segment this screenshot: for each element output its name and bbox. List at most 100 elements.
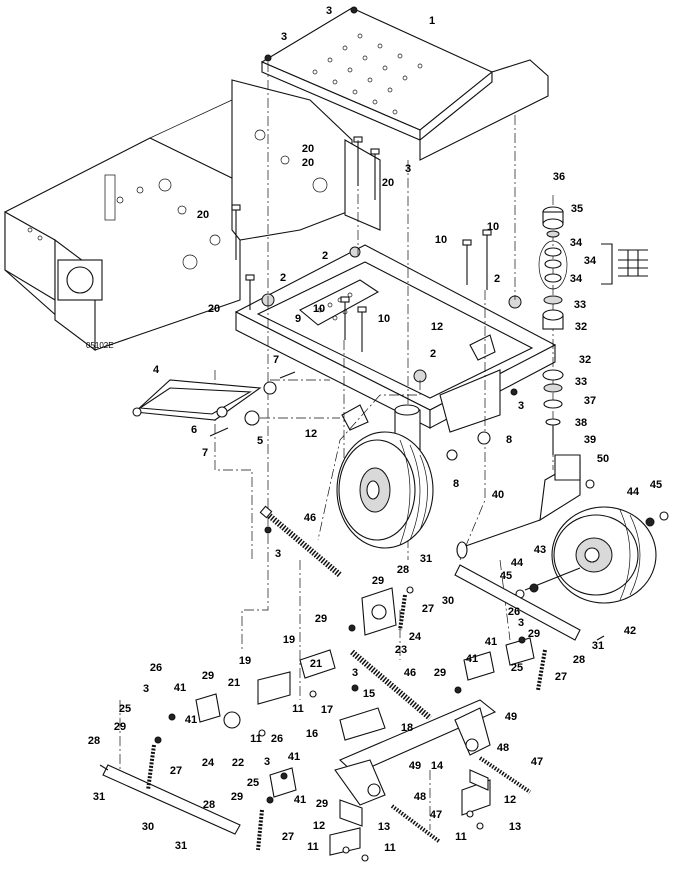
callout-11: 11 [455,831,467,843]
callout-28: 28 [573,654,585,666]
callout-42: 42 [624,625,636,637]
callout-17: 17 [321,704,333,716]
lower-springs [350,649,532,844]
callout-27: 27 [282,831,294,843]
callout-12: 12 [504,794,516,806]
callout-11: 11 [292,703,304,715]
callout-48: 48 [497,742,509,754]
callout-50: 50 [597,453,609,465]
callout-49: 49 [505,711,517,723]
callout-3: 3 [143,683,149,695]
callout-3: 3 [518,617,524,629]
callout-24: 24 [202,757,215,769]
callout-29: 29 [231,791,243,803]
callout-10: 10 [313,303,325,315]
callout-9: 9 [295,313,301,325]
callout-48: 48 [414,791,426,803]
callout-34: 34 [570,237,583,249]
fasteners [99,388,605,862]
callout-3: 3 [518,400,524,412]
callout-38: 38 [575,417,587,429]
callout-28: 28 [88,735,100,747]
callout-41: 41 [185,714,197,726]
callout-15: 15 [363,688,375,700]
callout-10: 10 [487,221,499,233]
callout-34: 34 [570,273,583,285]
callout-1: 1 [429,15,435,27]
callout-33: 33 [574,299,586,311]
spring-upper [259,505,342,578]
callout-7: 7 [273,354,279,366]
callout-19: 19 [239,655,251,667]
callout-43: 43 [534,544,546,556]
callout-35: 35 [571,203,583,215]
callout-8: 8 [506,434,512,446]
callout-29: 29 [528,628,540,640]
callout-13: 13 [378,821,390,833]
callout-19: 19 [283,634,295,646]
callout-30: 30 [442,595,454,607]
callout-14: 14 [431,760,444,772]
callout-3: 3 [275,548,281,560]
callout-29: 29 [114,721,126,733]
callout-18: 18 [401,722,413,734]
callout-33: 33 [575,376,587,388]
callout-3: 3 [326,5,332,17]
callout-28: 28 [397,564,409,576]
callout-11: 11 [384,842,396,854]
callout-41: 41 [174,682,186,694]
callout-40: 40 [492,489,504,501]
callout-29: 29 [434,667,446,679]
callout-13: 13 [509,821,521,833]
callout-41: 41 [294,794,306,806]
callout-25: 25 [511,662,523,674]
callout-3: 3 [264,756,270,768]
callout-11: 11 [307,841,319,853]
callout-4: 4 [153,364,160,376]
callout-31: 31 [93,791,105,803]
callout-28: 28 [203,799,215,811]
callout-20: 20 [208,303,220,315]
callout-41: 41 [466,653,478,665]
callout-6: 6 [191,424,197,436]
callout-39: 39 [584,434,596,446]
callout-46: 46 [304,512,316,524]
right-caster-wheel [456,454,669,604]
callout-41: 41 [485,636,497,648]
callout-26: 26 [271,733,283,745]
chains [146,594,547,851]
callout-29: 29 [372,575,384,587]
callout-16: 16 [306,728,318,740]
callout-20: 20 [382,177,394,189]
callout-29: 29 [315,613,327,625]
callout-46: 46 [404,667,416,679]
callout-37: 37 [584,395,596,407]
callout-23: 23 [395,644,407,656]
callout-3: 3 [352,667,358,679]
callout-44: 44 [627,486,640,498]
callout-3: 3 [281,31,287,43]
callout-12: 12 [313,820,325,832]
left-caster-wheel [336,404,434,549]
callout-31: 31 [592,640,604,652]
callout-10: 10 [435,234,447,246]
callout-22: 22 [232,757,244,769]
callout-26: 26 [150,662,162,674]
linkage-assembly [102,564,581,856]
callout-21: 21 [310,658,322,670]
lower-frame [234,244,557,433]
callout-2: 2 [280,272,286,284]
callout-27: 27 [170,765,182,777]
callout-24: 24 [409,631,422,643]
callout-11: 11 [250,733,262,745]
callout-21: 21 [228,677,240,689]
callout-20: 20 [197,209,209,221]
callout-2: 2 [430,348,436,360]
callout-32: 32 [575,321,587,333]
callout-12: 12 [431,321,443,333]
callout-45: 45 [650,479,662,491]
callout-31: 31 [175,840,187,852]
callout-44: 44 [511,557,524,569]
